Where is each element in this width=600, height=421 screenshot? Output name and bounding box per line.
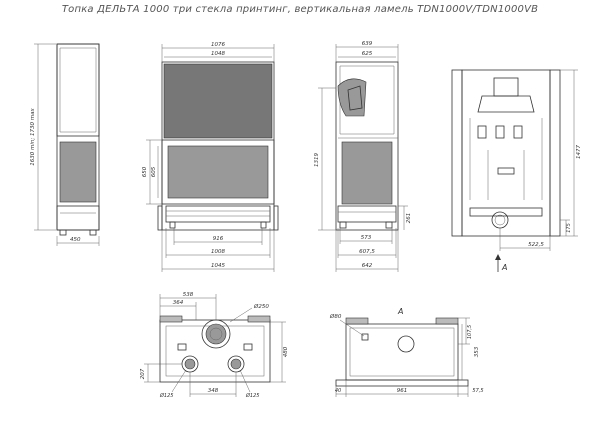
back-offset-label: 522,5 (528, 242, 544, 248)
side-right-bottom-3-label: 642 (362, 263, 373, 269)
top-inlet-left (184, 358, 196, 370)
back-air-inlet-inner (494, 214, 506, 226)
top-view: 538 364 Ø250 207 480 348 Ø125 Ø125 (140, 292, 289, 399)
side-right-base (337, 205, 397, 223)
front-foot-2 (260, 221, 267, 229)
side-right-glass (341, 141, 393, 205)
top-d3-label: 207 (140, 368, 146, 379)
front-door-frame (161, 139, 275, 205)
side-left-foot-1 (59, 229, 67, 236)
back-lamella-left (451, 69, 463, 237)
back-plate (497, 167, 515, 175)
bottom-section-label: A (397, 307, 403, 316)
side-right-height-label: 1319 (314, 153, 320, 167)
bottom-hole-label: Ø80 (329, 313, 342, 320)
top-flue1-label: Ø125 (159, 392, 173, 399)
bottom-lamella-right (435, 317, 459, 325)
back-slot-2 (495, 125, 505, 139)
top-flue-pipe (205, 323, 227, 345)
top-pipe-leader (229, 307, 253, 323)
side-right-flue-collar (337, 78, 367, 117)
side-view-left: 1630 min; 1730 max 450 (30, 43, 100, 246)
top-pipe-label: Ø250 (253, 303, 269, 310)
back-small-label: 175 (566, 223, 572, 233)
front-lamella-right (273, 205, 279, 231)
top-d2-label: 364 (173, 300, 184, 306)
front-top-inner-label: 1048 (211, 51, 225, 57)
front-view: 1076 1048 650 605 916 1008 1045 (142, 42, 279, 272)
side-right-body (335, 61, 399, 231)
bottom-body (345, 323, 459, 381)
front-glass (167, 145, 269, 199)
bottom-d5-label: 57,5 (472, 388, 483, 394)
side-left-base (56, 205, 100, 231)
bottom-d1-label: 107,5 (467, 325, 473, 339)
top-d4-label: 480 (283, 346, 289, 357)
front-bottom-2-label: 1008 (211, 249, 225, 255)
back-slot-1 (477, 125, 487, 139)
back-body (461, 69, 551, 237)
view-arrow-a-label: A (501, 263, 507, 272)
top-flue2-label: Ø125 (245, 392, 259, 399)
top-lamella-left (159, 315, 183, 323)
front-glass-outer-label: 650 (142, 166, 148, 177)
bottom-base (335, 379, 469, 387)
side-right-upper (339, 65, 395, 135)
front-foot-1 (169, 221, 176, 229)
top-lamella-right (247, 315, 271, 323)
bottom-lamella-left (345, 317, 369, 325)
drawing-title: Топка ДЕЛЬТА 1000 три стекла принтинг, в… (61, 4, 539, 15)
back-base-rail (469, 207, 543, 217)
bottom-hole-leader (339, 319, 365, 337)
side-right-foot-1 (339, 221, 347, 229)
back-air-inlet-outer (491, 211, 509, 229)
side-left-glass (59, 141, 97, 203)
side-right-flue-inner (347, 85, 363, 111)
bottom-inner-frame (349, 327, 455, 377)
bottom-view-a: A Ø80 107,5 353 40 961 57,5 (329, 307, 484, 397)
side-right-bottom-2-label: 607,5 (359, 249, 375, 255)
top-inlet-right (230, 358, 242, 370)
back-height-label: 1477 (576, 145, 582, 159)
front-upper-glass (163, 63, 273, 139)
front-top-outer-label: 1076 (211, 42, 225, 48)
side-left-width-label: 450 (70, 237, 81, 243)
side-right-bottom-1-label: 573 (361, 235, 372, 241)
side-left-foot-2 (89, 229, 97, 236)
side-view-right: 639 625 1319 261 573 607,5 642 (314, 41, 412, 272)
bottom-d3-label: 40 (335, 388, 341, 394)
side-left-height-label: 1630 min; 1730 max (30, 108, 36, 166)
bottom-d2-label: 353 (474, 346, 480, 357)
back-flue-outlet (493, 77, 519, 97)
front-bottom-3-label: 1045 (211, 263, 225, 269)
side-left-upper-panel (59, 47, 97, 133)
back-slot-3 (513, 125, 523, 139)
bottom-d4-label: 961 (397, 388, 408, 394)
front-glass-inner-label: 605 (151, 166, 157, 177)
back-view: 1477 175 522,5 A (451, 69, 582, 272)
back-lamella-right (549, 69, 561, 237)
side-right-leg-label: 261 (406, 213, 412, 224)
front-lamella-left (157, 205, 163, 231)
front-base (165, 205, 271, 223)
front-bottom-1-label: 916 (213, 236, 224, 242)
side-right-top-inner-label: 625 (362, 51, 373, 57)
back-hood (477, 95, 535, 113)
side-right-top-outer-label: 639 (362, 41, 373, 47)
side-right-foot-2 (385, 221, 393, 229)
top-d5-label: 348 (208, 388, 219, 394)
side-left-upper (56, 43, 100, 137)
top-d1-label: 538 (183, 292, 194, 298)
bottom-air-hole (397, 335, 415, 353)
